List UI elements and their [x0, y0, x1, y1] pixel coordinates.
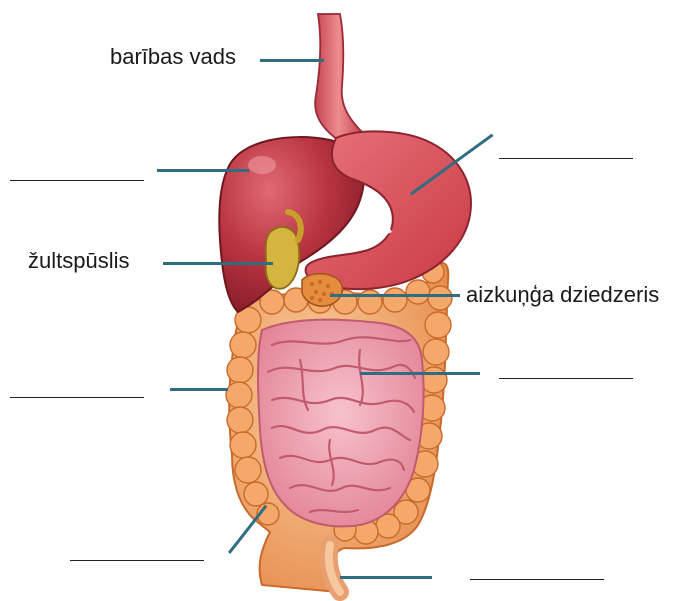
leader-line-small-intestine — [360, 372, 480, 375]
leader-line-liver — [157, 169, 249, 172]
esophagus — [315, 14, 362, 140]
blank-line-appendix — [70, 560, 204, 561]
blank-line-stomach — [499, 158, 633, 159]
leader-line-large-intestine — [170, 388, 228, 391]
leader-line-gallbladder — [163, 262, 273, 265]
blank-line-liver — [10, 180, 144, 181]
label-esophagus: barības vads — [110, 46, 236, 68]
small-intestine — [258, 320, 424, 527]
blank-line-rectum — [470, 579, 604, 580]
label-pancreas: aizkuņģa dziedzeris — [466, 284, 659, 306]
leader-line-pancreas — [330, 294, 460, 297]
blank-line-large-intestine — [10, 397, 144, 398]
blank-line-small-intestine — [499, 378, 633, 379]
label-gallbladder: žultspūslis — [28, 250, 129, 272]
leader-line-esophagus — [260, 59, 324, 62]
pancreas — [302, 274, 342, 306]
leader-line-rectum — [340, 576, 432, 579]
